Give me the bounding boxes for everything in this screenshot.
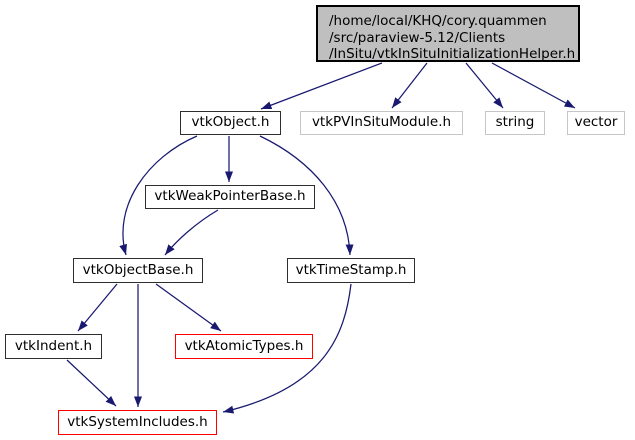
node-current-file: /home/local/KHQ/cory.quammen /src/paravi…: [316, 5, 580, 62]
edge-root-to-vtkpvinsitumodule: [391, 62, 428, 109]
node-vtktimestamp-h[interactable]: vtkTimeStamp.h: [287, 258, 415, 283]
edge-root-to-vtkobject: [260, 62, 383, 110]
edge-root-to-vector: [491, 62, 576, 109]
edge-vtkobjectbase-to-vtkatomictypes: [155, 283, 222, 332]
node-vtkobjectbase-h[interactable]: vtkObjectBase.h: [73, 258, 203, 283]
edge-vtkobject-to-vtktimestamp: [259, 135, 354, 256]
edge-vtkindent-to-vtksystemincludes: [66, 359, 117, 407]
edge-vtkobject-to-vtkobjectbase: [119, 135, 198, 256]
node-vtkindent-h[interactable]: vtkIndent.h: [5, 334, 102, 359]
current-file-path-line: /InSitu/vtkInSituInitializationHelper.h: [329, 46, 576, 62]
node-vtksystemincludes-h[interactable]: vtkSystemIncludes.h: [58, 410, 217, 435]
current-file-path-line: /home/local/KHQ/cory.quammen: [329, 13, 547, 29]
edge-vtkobjectbase-to-vtkindent: [77, 283, 118, 332]
node-vtkatomictypes-h[interactable]: vtkAtomicTypes.h: [175, 334, 313, 359]
edge-root-to-string: [465, 62, 504, 109]
current-file-path-line: /src/paraview-5.12/Clients: [329, 29, 506, 46]
node-vtkobject-h[interactable]: vtkObject.h: [180, 111, 281, 135]
edge-vtktimestamp-to-vtksystemincludes: [222, 283, 352, 414]
node-string: string: [485, 111, 545, 135]
node-vtkpvinsitumodule-h: vtkPVInSituModule.h: [300, 111, 463, 135]
node-vector: vector: [567, 111, 625, 135]
edge-vtkweakpointerbase-to-vtkobjectbase: [164, 209, 219, 256]
node-vtkweakpointerbase-h[interactable]: vtkWeakPointerBase.h: [145, 185, 315, 209]
